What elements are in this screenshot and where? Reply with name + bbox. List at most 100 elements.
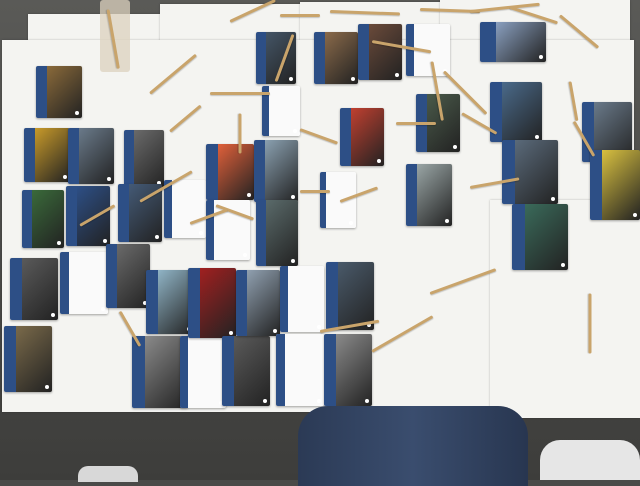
card-image [417, 164, 452, 226]
wooden-stick [280, 14, 320, 17]
card-image [47, 66, 82, 118]
photo-card [68, 128, 114, 184]
card-strip [340, 108, 351, 166]
photo-card [280, 266, 324, 332]
card-strip [512, 204, 526, 270]
card-strip [320, 172, 327, 228]
card-strip [222, 336, 234, 406]
card-dot [349, 221, 353, 225]
wooden-stick [396, 122, 436, 125]
wooden-stick [300, 190, 330, 193]
card-image [335, 334, 372, 406]
card-dot [317, 325, 321, 329]
card-image [324, 32, 358, 84]
card-image [266, 200, 298, 266]
card-image [287, 334, 324, 406]
card-dot [561, 263, 565, 267]
card-strip [36, 66, 48, 118]
card-image [79, 128, 114, 184]
photo-card [60, 252, 108, 314]
card-image [602, 150, 640, 220]
card-dot [107, 177, 111, 181]
card-strip [4, 326, 16, 392]
card-dot [365, 399, 369, 403]
card-strip [10, 258, 22, 320]
card-dot [453, 145, 457, 149]
card-dot [273, 329, 277, 333]
card-dot [633, 213, 637, 217]
card-dot [395, 73, 399, 77]
wooden-stick [588, 293, 592, 354]
card-strip [324, 334, 336, 406]
photo-card [512, 204, 568, 270]
card-image [368, 24, 402, 80]
card-image [290, 266, 324, 332]
photo-card [236, 270, 280, 336]
photo-card [222, 336, 270, 406]
photo-card [502, 140, 558, 204]
card-dot [289, 77, 293, 81]
card-dot [291, 259, 295, 263]
card-strip [124, 130, 134, 188]
card-dot [57, 241, 61, 245]
card-strip [480, 22, 496, 62]
card-strip [326, 262, 338, 330]
card-strip [206, 200, 214, 260]
card-image [116, 244, 150, 308]
person-legs [298, 406, 528, 486]
card-strip [276, 334, 285, 406]
card-image [21, 258, 58, 320]
photo-card [124, 130, 164, 188]
photo-card [188, 268, 236, 338]
card-dot [243, 253, 247, 257]
card-strip [254, 140, 265, 202]
photo-card [22, 190, 64, 248]
photo-card [340, 108, 384, 166]
card-dot [229, 331, 233, 335]
card-dot [45, 385, 49, 389]
photo-card [590, 150, 640, 220]
card-dot [539, 55, 543, 59]
card-strip [188, 268, 200, 338]
person-shoe [540, 440, 640, 480]
card-strip [24, 128, 36, 182]
card-strip [406, 164, 418, 226]
card-dot [51, 313, 55, 317]
shoe-left [78, 466, 138, 482]
wooden-stick [238, 113, 242, 154]
card-dot [535, 135, 539, 139]
card-image [525, 204, 568, 270]
card-image [495, 22, 546, 62]
card-strip [206, 144, 218, 200]
card-dot [143, 301, 147, 305]
photo-card [320, 172, 356, 228]
card-image [246, 270, 280, 336]
card-dot [293, 129, 297, 133]
card-image [32, 190, 64, 248]
card-strip [22, 190, 33, 248]
photo-card [66, 186, 110, 246]
photo-card [180, 336, 226, 408]
photo-card [406, 164, 452, 226]
card-image [271, 86, 300, 136]
card-strip [314, 32, 325, 84]
photo-card [206, 144, 254, 200]
card-image [502, 82, 542, 142]
photo-card [358, 24, 402, 80]
photo-card [276, 334, 324, 406]
card-dot [155, 235, 159, 239]
photo-card [106, 244, 150, 308]
photo-card [254, 140, 298, 202]
card-dot [103, 239, 107, 243]
card-image [174, 180, 206, 238]
card-strip [406, 24, 414, 76]
photo-card [314, 32, 358, 84]
photo-card [480, 22, 546, 62]
card-image [515, 140, 558, 204]
card-strip [118, 184, 129, 242]
card-image [233, 336, 270, 406]
photo-card [490, 82, 542, 142]
card-dot [377, 159, 381, 163]
photo-card [146, 270, 194, 334]
photo-card [326, 262, 374, 330]
